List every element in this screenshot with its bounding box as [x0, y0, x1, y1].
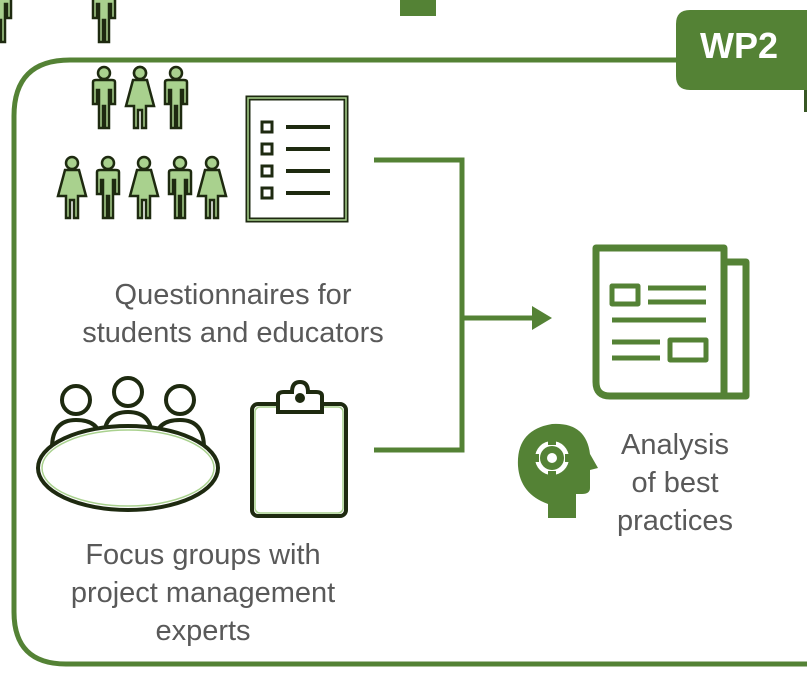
caption-line: students and educators: [82, 317, 384, 349]
meeting-table-icon: [36, 376, 220, 512]
caption-line: practices: [616, 505, 734, 537]
people-group-icon: [0, 0, 228, 220]
caption-line: experts: [155, 615, 251, 647]
caption-line: Questionnaires for: [114, 279, 352, 311]
arrow-head: [532, 306, 552, 330]
top-connector: [400, 0, 436, 16]
clipboard-icon: [250, 379, 348, 518]
newspaper-icon: [592, 244, 750, 400]
caption-line: project management: [70, 577, 336, 609]
caption-line: of best: [631, 467, 719, 499]
analysis-caption: Analysis of best practices: [600, 426, 750, 540]
wp-badge: [676, 10, 807, 90]
head-gear-icon: [517, 423, 598, 518]
focus-groups-caption: Focus groups with project management exp…: [28, 536, 378, 650]
questionnaires-caption: Questionnaires for students and educator…: [28, 276, 438, 352]
checklist-icon: [245, 95, 349, 223]
main-container: [11, 57, 807, 667]
wp-label: WP2: [700, 25, 779, 66]
caption-line: Focus groups with: [85, 539, 321, 571]
connector-lines: [374, 157, 534, 453]
caption-line: Analysis: [621, 429, 729, 461]
